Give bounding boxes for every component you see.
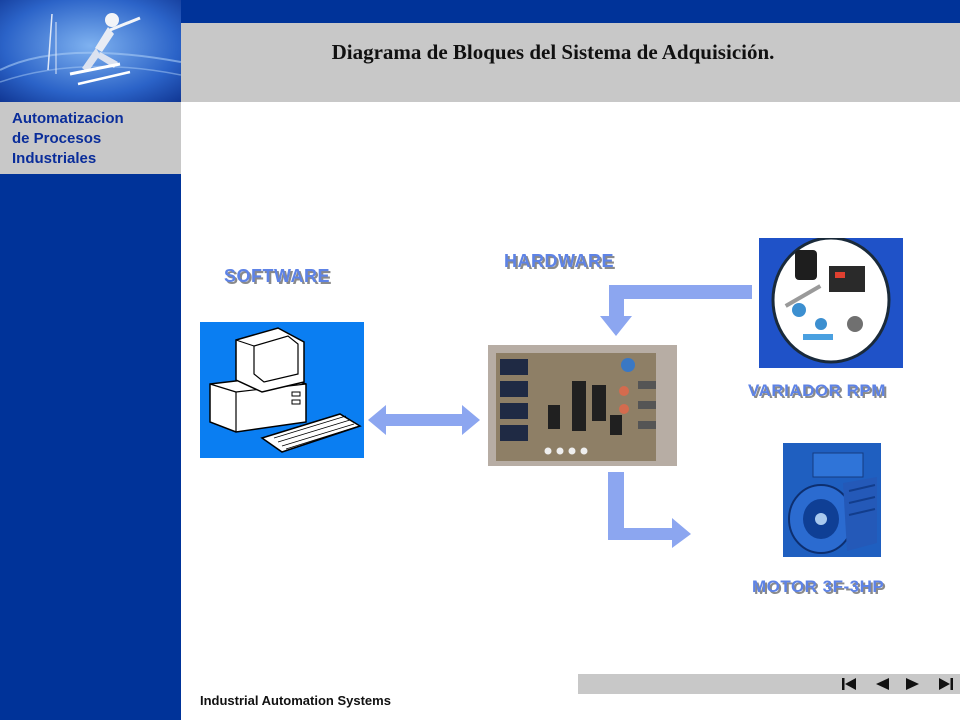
variador-rpm-image: [759, 236, 903, 368]
skip-to-start-icon: [842, 678, 856, 690]
next-slide-button[interactable]: [904, 675, 922, 693]
title-band: [181, 23, 960, 102]
sidebar-caption-text: Automatizacion de Procesos Industriales: [12, 110, 124, 167]
software-label: SOFTWARE: [224, 266, 330, 286]
first-slide-button[interactable]: [840, 675, 858, 693]
arrow-hardware-to-motor: [608, 472, 692, 550]
bidirectional-arrow: [368, 403, 480, 437]
variador-rpm-label: VARIADOR RPM: [748, 381, 886, 400]
motor-label: MOTOR 3F-3HP: [752, 577, 885, 596]
motor-image: [783, 443, 881, 557]
computer-image: [200, 322, 364, 458]
footer-text: Industrial Automation Systems: [200, 693, 391, 708]
top-blue-bar: [181, 0, 960, 23]
hardware-board-image: [488, 345, 677, 466]
triangle-left-icon: [876, 678, 889, 690]
page-title: Diagrama de Bloques del Sistema de Adqui…: [331, 40, 775, 64]
triangle-right-icon: [906, 678, 919, 690]
slide-navigation-bar: [578, 674, 960, 694]
arrow-variador-to-hardware: [600, 284, 752, 338]
hardware-label: HARDWARE: [504, 251, 614, 271]
last-slide-button[interactable]: [937, 675, 955, 693]
skier-logo-image: [0, 0, 181, 102]
skip-to-end-icon: [939, 678, 953, 690]
sidebar-caption-box: Automatizacion de Procesos Industriales: [0, 102, 181, 174]
previous-slide-button[interactable]: [873, 675, 891, 693]
